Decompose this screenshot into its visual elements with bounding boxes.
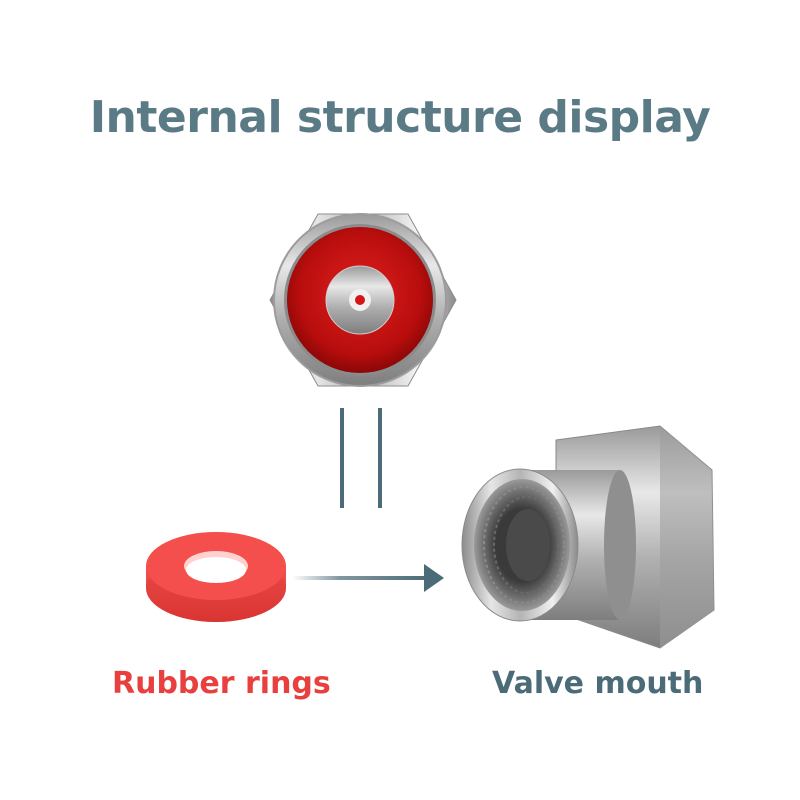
page-title: Internal structure display [89, 92, 711, 143]
valve-front-view-icon [269, 213, 457, 387]
rubber-ring-icon [146, 532, 286, 622]
right-arrow-icon [292, 564, 444, 592]
parallel-lines-icon [340, 408, 382, 508]
rubber-rings-label: Rubber rings [112, 666, 331, 701]
valve-mouth-fitting-icon [461, 425, 715, 649]
valve-mouth-label: Valve mouth [492, 666, 704, 701]
